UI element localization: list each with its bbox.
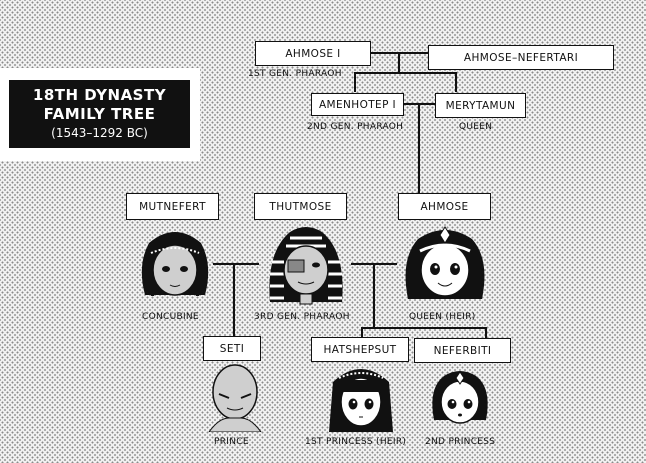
sibling-bar-gen2 <box>354 72 457 74</box>
portrait-thutmose <box>269 227 343 305</box>
portrait-neferbiti <box>432 371 488 424</box>
portrait-seti <box>208 364 262 432</box>
name-hatshepsut: HATSHEPSUT <box>323 343 397 356</box>
title-line-2: FAMILY TREE <box>43 104 156 123</box>
portrait-hatshepsut <box>329 369 393 432</box>
drop-line-amenhotep <box>354 72 356 92</box>
person-box-ahmose-nefertari: AHMOSE–NEFERTARI <box>428 45 614 70</box>
person-box-ahmose-i: AHMOSE I <box>255 41 371 66</box>
name-amenhotep-i: AMENHOTEP I <box>318 98 397 111</box>
role-mutnefert: CONCUBINE <box>142 312 199 322</box>
drop-line-neferbiti <box>485 327 487 339</box>
person-box-hatshepsut: HATSHEPSUT <box>311 337 409 362</box>
title-box: 18TH DYNASTY FAMILY TREE (1543–1292 BC) <box>9 80 190 148</box>
person-box-neferbiti: NEFERBITI <box>414 338 511 363</box>
descent-line-gen1 <box>398 53 400 73</box>
portrait-mutnefert <box>141 232 209 296</box>
role-amenhotep-i: 2ND GEN. PHARAOH <box>307 122 404 132</box>
drop-line-hatshepsut <box>361 327 363 339</box>
descent-line-daughters <box>373 264 375 328</box>
name-ahmose-i: AHMOSE I <box>285 47 341 60</box>
marriage-line-gen2 <box>403 103 438 105</box>
role-neferbiti: 2ND PRINCESS <box>425 437 496 447</box>
name-mutnefert: MUTNEFERT <box>139 200 206 213</box>
role-seti: PRINCE <box>214 437 249 447</box>
drop-line-merytamun <box>455 72 457 92</box>
name-seti: SETI <box>219 342 245 355</box>
marriage-line-mutnefert-thutmose <box>213 263 259 265</box>
descent-line-gen2 <box>418 104 420 193</box>
person-box-ahmose: AHMOSE <box>398 193 491 220</box>
role-merytamun: QUEEN <box>459 122 493 132</box>
name-thutmose: THUTMOSE <box>269 200 332 213</box>
name-merytamun: MERYTAMUN <box>445 99 516 112</box>
person-box-thutmose: THUTMOSE <box>254 193 347 220</box>
sibling-bar-daughters <box>361 327 487 329</box>
role-hatshepsut: 1ST PRINCESS (HEIR) <box>305 437 407 447</box>
role-ahmose: QUEEN (HEIR) <box>409 312 476 322</box>
person-box-amenhotep-i: AMENHOTEP I <box>311 93 404 116</box>
name-ahmose-nefertari: AHMOSE–NEFERTARI <box>463 51 579 64</box>
person-box-mutnefert: MUTNEFERT <box>126 193 219 220</box>
title-line-1: 18TH DYNASTY <box>32 85 167 104</box>
person-box-seti: SETI <box>203 336 261 361</box>
name-ahmose: AHMOSE <box>420 200 469 213</box>
portrait-ahmose <box>405 226 485 299</box>
name-neferbiti: NEFERBITI <box>433 344 492 357</box>
person-box-merytamun: MERYTAMUN <box>435 93 526 118</box>
marriage-line-gen1 <box>370 52 430 54</box>
role-ahmose-i: 1ST GEN. PHARAOH <box>248 69 342 79</box>
title-date-range: (1543–1292 BC) <box>51 125 148 140</box>
descent-line-seti <box>233 264 235 342</box>
role-thutmose: 3RD GEN. PHARAOH <box>254 312 350 322</box>
